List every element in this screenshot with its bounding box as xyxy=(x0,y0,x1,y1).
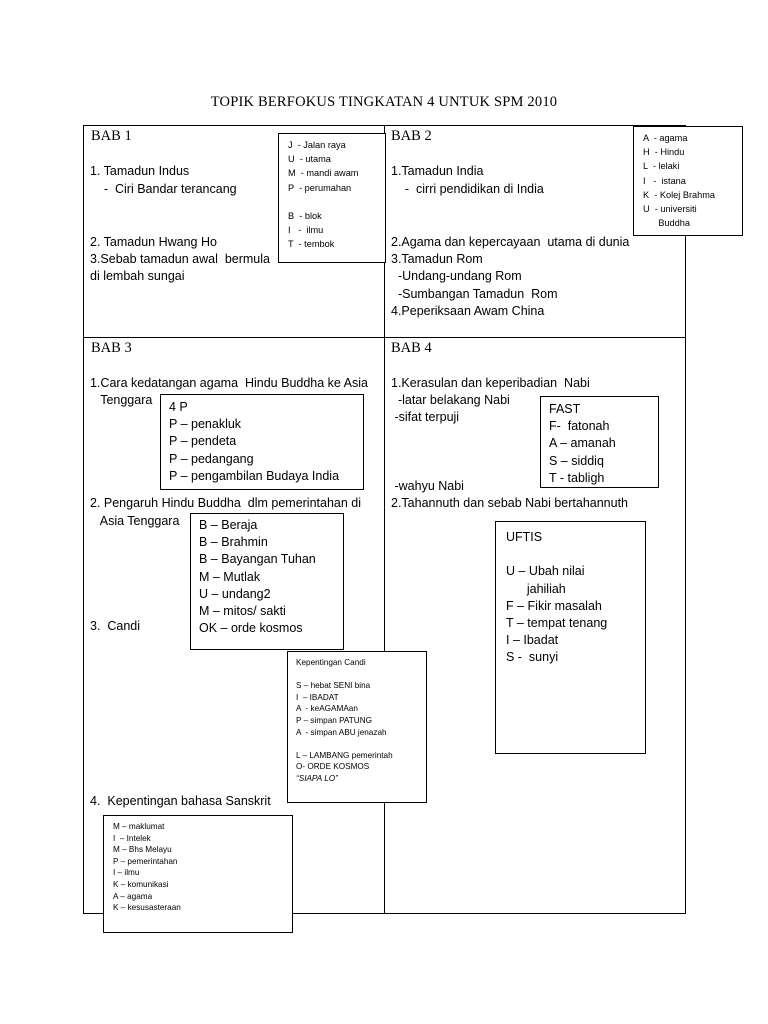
mnemonic-row: Kepentingan Candi xyxy=(296,658,366,667)
mnemonic-row: M - mandi awam xyxy=(288,168,359,179)
mnemonic-row: T - tabligh xyxy=(549,470,605,485)
mnemonic-row: M – maklumat xyxy=(113,822,165,831)
bab4-line: 1.Kerasulan dan keperibadian Nabi xyxy=(391,376,590,390)
mnemonic-row: B – Beraja xyxy=(199,518,258,532)
bab3-4p-box: 4 P P – penakluk P – pendeta P – pedanga… xyxy=(160,394,364,490)
mnemonic-row: OK – orde kosmos xyxy=(199,621,303,636)
mnemonic-row: A – amanah xyxy=(549,436,616,451)
mnemonic-row: M – Bhs Melayu xyxy=(113,845,172,855)
mnemonic-row: I – ilmu xyxy=(113,868,140,878)
mnemonic-row: U – Ubah nilai xyxy=(506,564,585,579)
mnemonic-row: F- fatonah xyxy=(549,419,610,434)
mnemonic-row: B - blok xyxy=(288,211,322,222)
page-title: TOPIK BERFOKUS TINGKATAN 4 UNTUK SPM 201… xyxy=(210,94,558,110)
bab4-cell xyxy=(384,337,686,914)
bab4-heading: BAB 4 xyxy=(391,340,432,356)
bab3-line: 4. Kepentingan bahasa Sanskrit xyxy=(90,794,271,808)
mnemonic-row: “SIAPA LO” xyxy=(296,773,338,783)
mnemonic-row: U - universiti xyxy=(643,204,697,215)
mnemonic-row xyxy=(288,195,385,209)
bab3-line: 1.Cara kedatangan agama Hindu Buddha ke … xyxy=(90,376,368,390)
mnemonic-row: P – pengambilan Budaya India xyxy=(169,468,340,483)
bab4-line: -wahyu Nabi xyxy=(391,479,464,493)
mnemonic-row: O- ORDE KOSMOS xyxy=(296,762,370,772)
mnemonic-row: F – Fikir masalah xyxy=(506,598,602,613)
bab1-line: 1. Tamadun Indus xyxy=(90,164,190,178)
mnemonic-row: T - tembok xyxy=(288,239,335,250)
mnemonic-row: P - perumahan xyxy=(288,182,352,193)
mnemonic-row: P – pendeta xyxy=(169,434,237,449)
mnemonic-row: 4 P xyxy=(169,400,188,414)
bab2-line: 1.Tamadun India xyxy=(391,164,484,178)
bab1-line: 2. Tamadun Hwang Ho xyxy=(90,235,217,249)
bab2-heading: BAB 2 xyxy=(391,128,432,144)
mnemonic-row: A - keAGAMAan xyxy=(296,704,358,714)
bab3-candi-box: Kepentingan Candi S – hebat SENI bina I … xyxy=(287,651,427,803)
mnemonic-row: U – undang2 xyxy=(199,586,271,601)
mnemonic-row: I - istana xyxy=(643,175,686,186)
mnemonic-row: A - simpan ABU jenazah xyxy=(296,727,387,737)
bab2-line: 4.Peperiksaan Awam China xyxy=(391,304,545,318)
bab1-line: di lembah sungai xyxy=(90,269,185,283)
bab1-mnemonic-box: J - Jalan raya U - utama M - mandi awam … xyxy=(278,133,386,263)
bab4-line: -latar belakang Nabi xyxy=(391,393,510,407)
mnemonic-row: J - Jalan raya xyxy=(288,140,346,150)
mnemonic-row: P – simpan PATUNG xyxy=(296,715,372,725)
bab3-line: 2. Pengaruh Hindu Buddha dlm pemerintaha… xyxy=(90,496,362,510)
mnemonic-row: FAST xyxy=(549,402,581,416)
bab2-mnemonic-box: A - agama H - Hindu L - lelaki I - istan… xyxy=(633,126,743,236)
mnemonic-row: I – Ibadat xyxy=(506,633,559,648)
mnemonic-row: UFTIS xyxy=(506,530,543,544)
mnemonic-row: I - ilmu xyxy=(288,225,324,236)
mnemonic-row: P – penakluk xyxy=(169,417,242,432)
mnemonic-row: U - utama xyxy=(288,154,331,165)
mnemonic-row: L – LAMBANG pemerintah xyxy=(296,750,393,760)
mnemonic-row: Buddha xyxy=(643,218,690,229)
bab3-heading: BAB 3 xyxy=(91,340,132,356)
mnemonic-row: A – agama xyxy=(113,891,153,901)
bab3-line: 3. Candi xyxy=(90,619,141,633)
mnemonic-row: S – hebat SENI bina xyxy=(296,681,371,691)
bab3-line: Asia Tenggara xyxy=(90,514,180,528)
bab2-line: 2.Agama dan kepercayaan utama di dunia xyxy=(391,235,630,249)
mnemonic-row: S - sunyi xyxy=(506,650,559,665)
mnemonic-row: M – mitos/ sakti xyxy=(199,604,286,619)
mnemonic-row xyxy=(296,738,426,750)
bab1-heading: BAB 1 xyxy=(91,128,132,144)
mnemonic-row: jahiliah xyxy=(506,581,566,596)
mnemonic-row xyxy=(506,546,645,563)
mnemonic-row: P – pedangang xyxy=(169,451,254,466)
mnemonic-row: I – Intelek xyxy=(113,833,151,843)
mnemonic-row: K – komunikasi xyxy=(113,879,169,889)
mnemonic-row: S – siddiq xyxy=(549,453,604,468)
mnemonic-row: K - Kolej Brahma xyxy=(643,189,715,200)
bab1-line: - Ciri Bandar terancang xyxy=(90,182,237,196)
bab2-line: -Sumbangan Tamadun Rom xyxy=(391,287,558,301)
mnemonic-row: B – Bayangan Tuhan xyxy=(199,552,316,567)
mnemonic-row: K – kesusasteraan xyxy=(113,903,181,913)
mnemonic-row xyxy=(296,669,426,681)
mnemonic-row: A - agama xyxy=(643,133,688,143)
bab2-line: -Undang-undang Rom xyxy=(391,269,522,283)
mnemonic-row: B – Brahmin xyxy=(199,535,268,550)
bab4-line: -sifat terpuji xyxy=(391,410,460,424)
mnemonic-row: M – Mutlak xyxy=(199,569,261,584)
mnemonic-row: I – IBADAT xyxy=(296,692,339,702)
mnemonic-row: L - lelaki xyxy=(643,161,680,172)
mnemonic-row: H - Hindu xyxy=(643,147,685,158)
bab1-line: 3.Sebab tamadun awal bermula xyxy=(90,252,270,266)
bab3-line: Tenggara xyxy=(90,393,153,407)
bab4-fast-box: FAST F- fatonah A – amanah S – siddiq T … xyxy=(540,396,659,488)
bab4-line: 2.Tahannuth dan sebab Nabi bertahannuth xyxy=(391,496,628,510)
bab3-sanskrit-box: M – maklumat I – Intelek M – Bhs Melayu … xyxy=(103,815,293,933)
bab2-line: 3.Tamadun Rom xyxy=(391,252,483,266)
mnemonic-row: T – tempat tenang xyxy=(506,616,608,631)
mnemonic-row: P – pemerintahan xyxy=(113,856,178,866)
bab3-bbb-box: B – Beraja B – Brahmin B – Bayangan Tuha… xyxy=(190,513,344,650)
bab4-uftis-box: UFTIS U – Ubah nilai jahiliah F – Fikir … xyxy=(495,521,646,754)
bab2-line: - cirri pendidikan di India xyxy=(391,182,544,196)
